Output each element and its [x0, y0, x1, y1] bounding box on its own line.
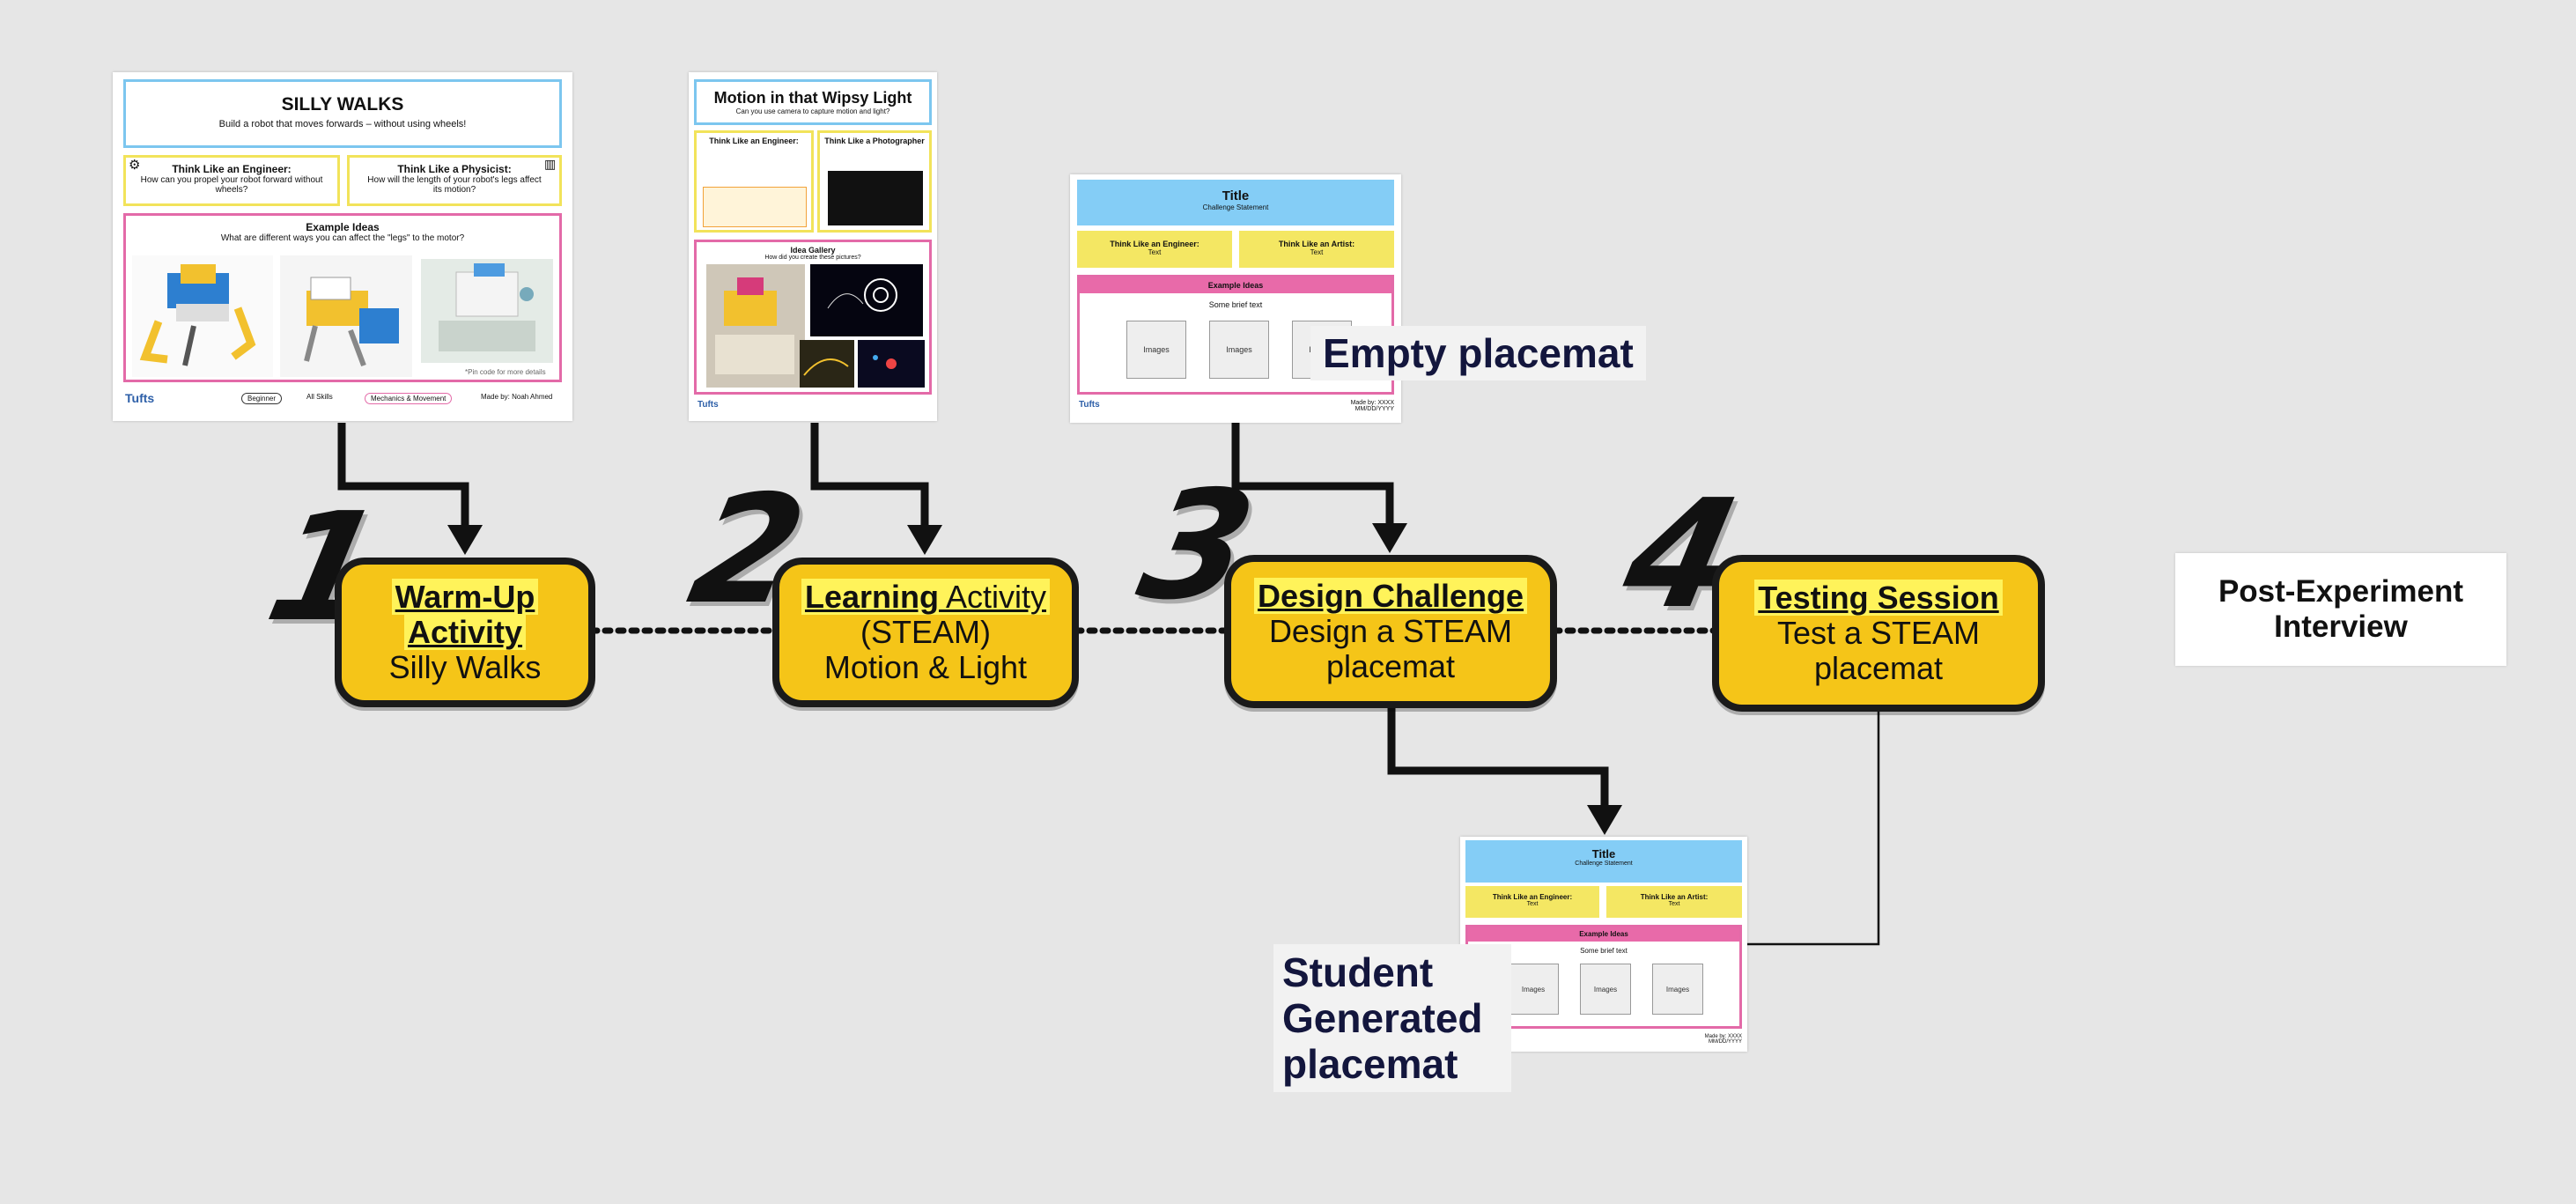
brief-text: Some brief text	[1580, 947, 1628, 955]
step-line3: placemat	[1325, 648, 1456, 684]
placemat-subtitle: Can you use camera to capture motion and…	[735, 107, 890, 115]
placemat-title: SILLY WALKS	[281, 94, 404, 114]
tufts-logo: Tufts	[1079, 400, 1100, 410]
placemat-title: Title	[1591, 847, 1616, 861]
ideas-text: What are different ways you can affect t…	[220, 233, 465, 243]
arrow-to-step1	[337, 423, 469, 528]
step-subtitle: Silly Walks	[388, 649, 542, 685]
gallery-subtitle: How did you create these pictures?	[764, 255, 861, 261]
gallery-photo-1	[706, 264, 805, 388]
step-title-bold: Learning	[804, 579, 939, 615]
ideas-title: Example Ideas	[1080, 277, 1391, 293]
step-title-line2: Activity	[403, 614, 527, 650]
tufts-logo: Tufts	[125, 391, 155, 405]
tag-mechanics: Mechanics & Movement	[365, 393, 453, 404]
testing-link-line	[1746, 709, 1880, 946]
date: MM/DD/YYYY	[1708, 1039, 1742, 1045]
student-placemat-label: Student Generated placemat	[1273, 944, 1511, 1092]
step-warm-up: Warm-Up Activity Silly Walks	[335, 558, 595, 707]
label-line2: Generated	[1282, 995, 1483, 1041]
label-line1: Student	[1282, 949, 1434, 995]
engineer-text: Text	[1526, 901, 1539, 907]
image-placeholder-2: Images	[1580, 964, 1631, 1015]
ideas-title: Example Ideas	[1468, 927, 1739, 942]
engineer-title: Think Like an Engineer:	[1110, 240, 1199, 248]
step-line2: (STEAM)	[860, 614, 991, 650]
gallery-photo-3	[800, 340, 854, 388]
engineer-title: Think Like an Engineer:	[172, 163, 292, 175]
arrow-to-student-placemat	[1387, 705, 1609, 809]
engineer-title: Think Like an Engineer:	[709, 137, 799, 145]
artist-title: Think Like an Artist:	[1640, 893, 1709, 901]
image-placeholder-1: Images	[1126, 321, 1186, 379]
tag-beginner: Beginner	[241, 393, 283, 404]
made-by: Made by: XXXX	[1704, 1034, 1742, 1039]
robot-photo-2	[280, 255, 412, 377]
abacus-icon: ▥	[544, 157, 557, 171]
step-title: Testing Session	[1754, 580, 2003, 616]
step-title: Design Challenge	[1253, 578, 1528, 614]
gallery-title: Idea Gallery	[790, 246, 836, 255]
robot-photo-3	[421, 259, 553, 363]
made-by: Made by: XXXX	[1350, 400, 1394, 406]
footer-code: *Pin code for more details	[465, 368, 546, 376]
step-line3: Motion & Light	[823, 649, 1028, 685]
ideas-title: Example Ideas	[306, 221, 380, 233]
placemat-title: Motion in that Wipsy Light	[713, 89, 912, 107]
interview-line2: Interview	[2274, 609, 2408, 644]
label-line3: placemat	[1282, 1041, 1458, 1087]
step-title-line1: Warm-Up	[391, 579, 539, 615]
artist-title: Think Like an Artist:	[1278, 240, 1355, 248]
step-line2: Design a STEAM	[1268, 613, 1513, 649]
engineer-image	[703, 187, 807, 227]
challenge-statement: Challenge Statement	[1202, 203, 1269, 211]
date: MM/DD/YYYY	[1354, 406, 1394, 412]
empty-placemat: Title Challenge Statement Think Like an …	[1070, 174, 1401, 423]
step-line3: placemat	[1813, 650, 1944, 686]
photographer-title: Think Like a Photographer	[824, 137, 925, 145]
made-by: Made by: Noah Ahmed	[481, 393, 553, 401]
step-testing: Testing Session Test a STEAM placemat	[1712, 555, 2045, 712]
artist-text: Text	[1668, 901, 1680, 907]
tag-all-skills: All Skills	[306, 393, 333, 401]
brief-text: Some brief text	[1208, 300, 1263, 309]
placemat-subtitle: Build a robot that moves forwards – with…	[218, 119, 467, 129]
gears-icon: ⚙	[129, 158, 141, 173]
arrow-to-step3	[1231, 423, 1394, 527]
artist-text: Text	[1310, 248, 1324, 256]
engineer-text: How can you propel your robot forward wi…	[140, 175, 323, 195]
motion-speed-graphic	[828, 171, 923, 225]
challenge-statement: Challenge Statement	[1575, 861, 1633, 867]
silly-walks-placemat: SILLY WALKS Build a robot that moves for…	[113, 72, 572, 421]
engineer-text: Text	[1148, 248, 1162, 256]
image-placeholder-3: Images	[1652, 964, 1703, 1015]
step-line2: Test a STEAM	[1776, 615, 1981, 651]
engineer-title: Think Like an Engineer:	[1492, 893, 1573, 901]
physicist-title: Think Like a Physicist:	[397, 163, 512, 175]
tufts-logo: Tufts	[698, 400, 719, 410]
motion-light-placemat: Motion in that Wipsy Light Can you use c…	[689, 72, 937, 421]
image-placeholder-1: Images	[1508, 964, 1559, 1015]
step-title-rest: Activity	[938, 579, 1047, 615]
gallery-photo-4	[858, 340, 925, 388]
gallery-photo-2	[810, 264, 923, 336]
step-learning: Learning Activity (STEAM) Motion & Light	[772, 558, 1079, 707]
placemat-title: Title	[1222, 188, 1250, 203]
interview-line1: Post-Experiment	[2218, 574, 2464, 609]
empty-placemat-label: Empty placemat	[1310, 326, 1646, 380]
physicist-text: How will the length of your robot's legs…	[367, 175, 542, 195]
image-placeholder-2: Images	[1209, 321, 1269, 379]
robot-photo-1	[132, 255, 273, 377]
arrow-to-step2	[810, 423, 929, 528]
step-design-challenge: Design Challenge Design a STEAM placemat	[1224, 555, 1557, 708]
